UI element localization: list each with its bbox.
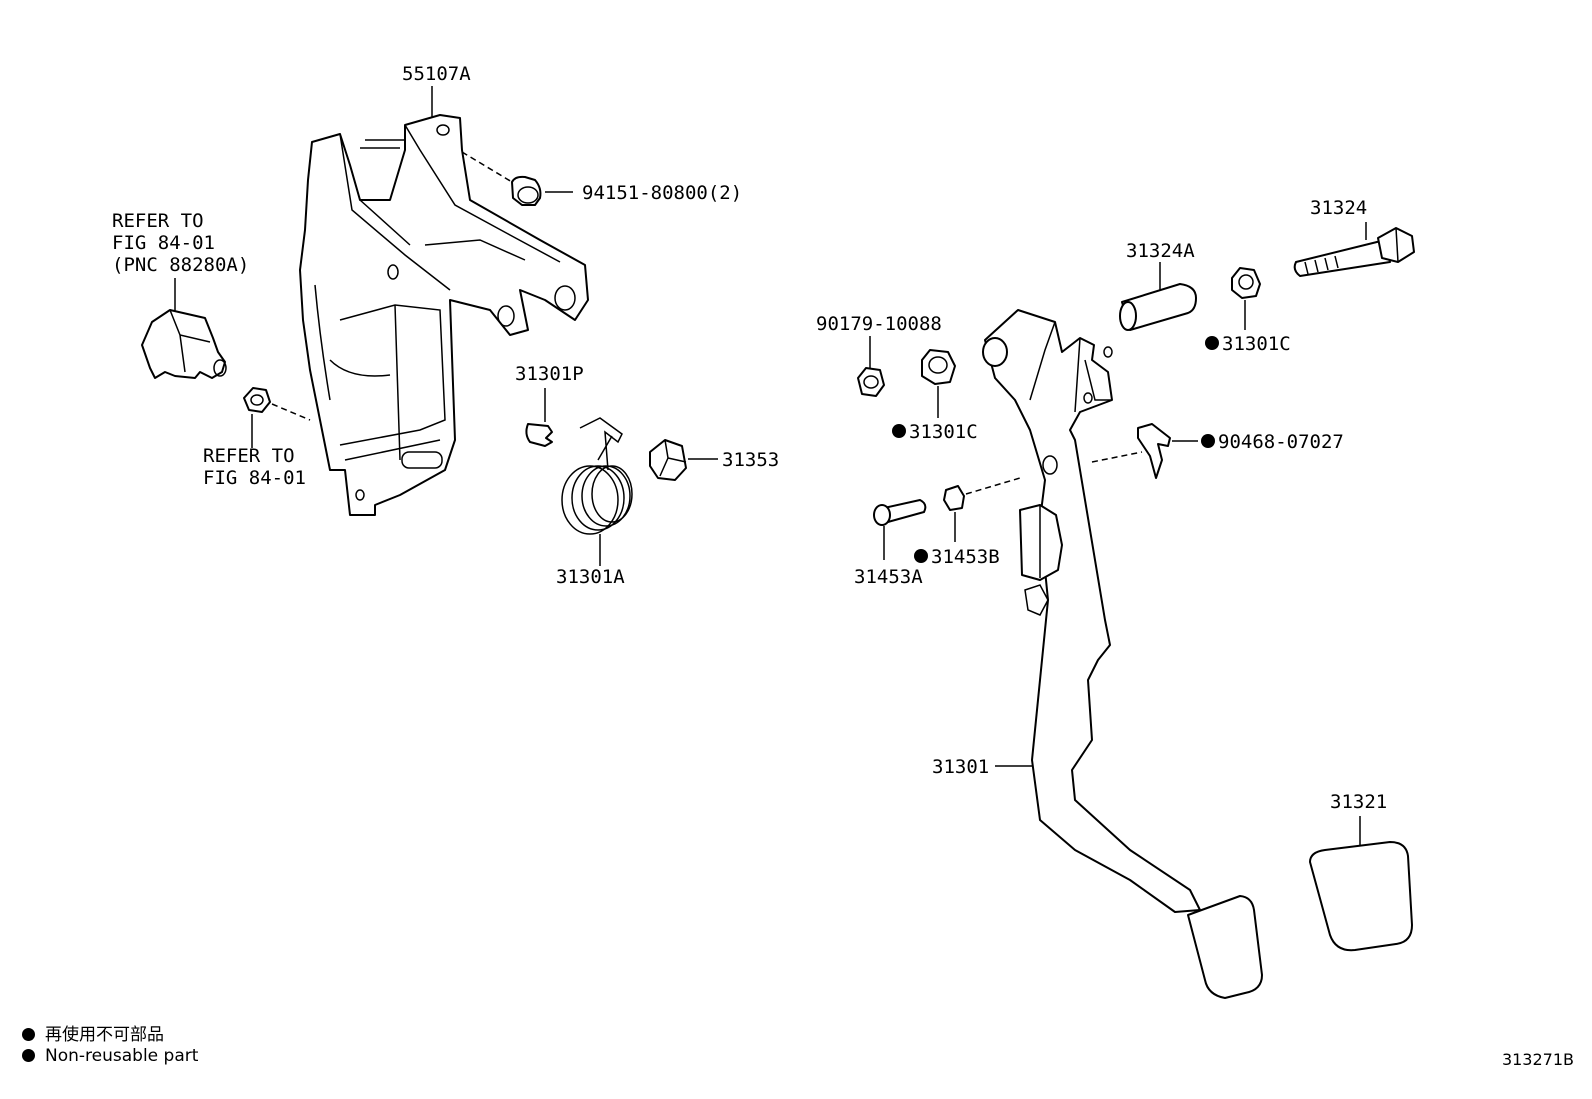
pedal-pad-31321-drawing (1309, 841, 1413, 952)
label-31301a: 31301A (556, 566, 625, 588)
label-31453b: 31453B (931, 546, 1000, 568)
figure-id: 313271B (1501, 1050, 1574, 1069)
label-switch-ref-line3: (PNC 88280A) (112, 254, 249, 276)
clip-31301p-drawing (525, 423, 553, 447)
legend-dot-icon (22, 1028, 35, 1041)
label-switch-ref-line2: FIG 84-01 (112, 232, 215, 254)
non-reusable-marker (1205, 336, 1219, 350)
nut-94151-drawing (511, 175, 542, 206)
hex-nut-drawing (243, 387, 271, 413)
label-nut-ref-line2: FIG 84-01 (203, 467, 306, 489)
label-90468-07027: 90468-07027 (1218, 431, 1344, 453)
label-31324a: 31324A (1126, 240, 1195, 262)
label-31353: 31353 (722, 449, 779, 471)
stopper-31353-drawing (649, 439, 687, 481)
label-31301: 31301 (932, 756, 989, 778)
label-90179-10088: 90179-10088 (816, 313, 942, 335)
bracket-55107a-drawing (299, 114, 589, 516)
label-switch-ref-line1: REFER TO (112, 210, 204, 232)
label-94151-80800: 94151-80800(2) (582, 182, 742, 204)
legend-japanese-text: 再使用不可部品 (45, 1025, 164, 1045)
label-55107a: 55107A (402, 63, 471, 85)
legend-english: Non-reusable part (22, 1046, 198, 1066)
bolt-31324-drawing (1293, 227, 1415, 277)
legend-japanese: 再使用不可部品 (22, 1020, 164, 1045)
pin-31453a-drawing (873, 499, 927, 526)
label-nut-ref-line1: REFER TO (203, 445, 295, 467)
leader-lines (174, 86, 1367, 846)
bushing-31301c-left-drawing (921, 349, 956, 385)
label-31301c-left: 31301C (909, 421, 978, 443)
non-reusable-marker (1201, 434, 1215, 448)
bushing-31453b-drawing (943, 485, 965, 511)
label-31324: 31324 (1310, 197, 1367, 219)
nut-90179-drawing (857, 367, 885, 397)
pedal-arm-31301-drawing (982, 309, 1201, 913)
label-31301c-right: 31301C (1222, 333, 1291, 355)
label-31453a: 31453A (854, 566, 923, 588)
collar-31324a-drawing (1119, 283, 1197, 331)
non-reusable-marker (892, 424, 906, 438)
legend-english-text: Non-reusable part (45, 1046, 199, 1066)
label-31301p: 31301P (515, 363, 584, 385)
label-31321: 31321 (1330, 791, 1387, 813)
legend-dot-icon (22, 1049, 35, 1062)
stop-lamp-switch-drawing (141, 309, 227, 379)
bushing-31301c-right-drawing (1231, 267, 1261, 299)
spring-31301a-drawing (561, 417, 633, 535)
non-reusable-marker (914, 549, 928, 563)
pedal-arm-pad-drawing (1187, 895, 1263, 999)
clip-90468-drawing (1137, 423, 1171, 479)
